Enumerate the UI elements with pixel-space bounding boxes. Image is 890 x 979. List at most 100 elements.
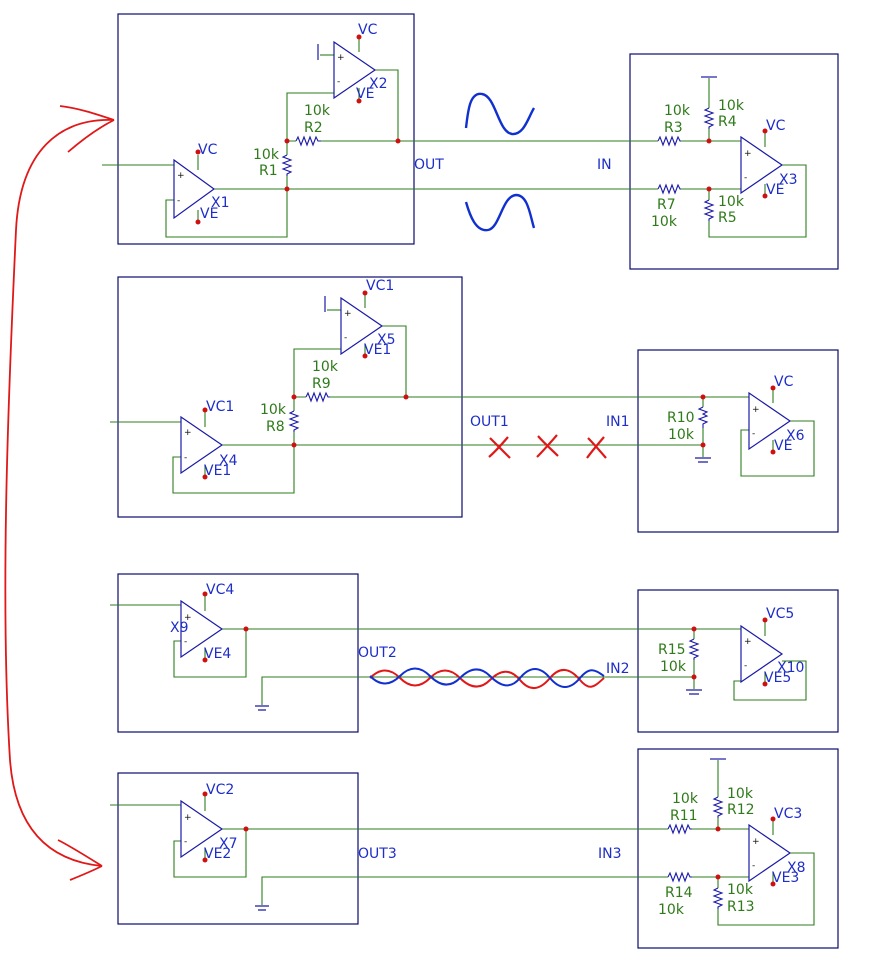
opamp-x2	[333, 40, 377, 100]
label-r3: R3	[664, 120, 683, 136]
value-r10: 10k	[668, 427, 695, 443]
box-balanced-driver	[117, 13, 415, 245]
resistor-r5	[703, 199, 715, 221]
value-r11: 10k	[672, 791, 699, 807]
value-r1: 10k	[253, 147, 280, 163]
value-r2: 10k	[304, 103, 331, 119]
svg-text:-: -	[744, 661, 747, 671]
label-r2: R2	[304, 120, 323, 136]
svg-text:+: +	[184, 428, 192, 438]
value-r14: 10k	[658, 902, 685, 918]
label-x9: X9	[170, 620, 189, 636]
opamp-x9	[180, 599, 224, 659]
label-vc2: VC2	[206, 782, 234, 798]
label-x6: X6	[786, 428, 805, 444]
svg-text:-: -	[184, 637, 187, 647]
svg-text:+: +	[184, 813, 192, 823]
svg-text:-: -	[184, 453, 187, 463]
label-x5: X5	[377, 332, 396, 348]
annotation-sine-bottom	[464, 193, 536, 232]
net-out: OUT	[414, 157, 444, 173]
box-receiver-1	[637, 349, 839, 533]
opamp-x6	[748, 391, 792, 451]
net-in1: IN1	[606, 414, 630, 430]
label-vc: VC	[774, 374, 794, 390]
label-ve3: VE3	[772, 870, 799, 886]
section-3-receiver: + - R15 10k VC5 VE5 X10 IN2	[606, 606, 807, 701]
section-4-driver: + - VC2 VE2 X7 OUT3	[110, 782, 668, 911]
resistor-r10	[697, 406, 709, 428]
label-x4: X4	[219, 453, 238, 469]
net-out1: OUT1	[470, 414, 509, 430]
label-vc: VC	[766, 118, 786, 134]
resistor-r3	[657, 135, 681, 147]
value-r13: 10k	[727, 882, 754, 898]
label-ve1: VE1	[204, 463, 231, 479]
svg-text:+: +	[752, 405, 760, 415]
box-driver-2	[117, 573, 359, 733]
label-vc1: VC1	[366, 278, 394, 294]
label-ve2: VE2	[204, 846, 231, 862]
label-r14: R14	[665, 885, 693, 901]
svg-text:+: +	[752, 837, 760, 847]
label-r9: R9	[312, 376, 331, 392]
opamp-x8	[748, 823, 792, 883]
svg-text:-: -	[752, 429, 755, 439]
resistor-r11	[667, 823, 692, 835]
resistor-r14	[667, 871, 692, 883]
svg-text:-: -	[337, 77, 340, 87]
value-r3: 10k	[664, 103, 691, 119]
label-x7: X7	[219, 836, 238, 852]
svg-text:+: +	[344, 309, 352, 319]
label-r8: R8	[266, 419, 285, 435]
value-r12: 10k	[727, 786, 754, 802]
annotation-double-arrow	[4, 105, 115, 881]
annotation-x-marks	[488, 434, 607, 459]
section-3-driver: + - VC4 VE4 X9 OUT2	[110, 582, 694, 711]
label-ve: VE	[774, 438, 792, 454]
annotation-twisted-red	[369, 669, 605, 689]
resistor-r7	[657, 183, 681, 195]
svg-text:-: -	[344, 333, 347, 343]
label-x10: X10	[777, 660, 804, 676]
resistor-r12	[712, 796, 724, 818]
label-x3: X3	[779, 172, 798, 188]
box-receiver-2	[637, 589, 839, 733]
value-r4: 10k	[718, 98, 745, 114]
svg-text:+: +	[337, 53, 345, 63]
box-receiver-3	[637, 748, 839, 949]
opamp-x7	[180, 799, 224, 859]
label-ve: VE	[766, 182, 784, 198]
label-ve4: VE4	[204, 646, 231, 662]
value-r15: 10k	[660, 659, 687, 675]
label-x8: X8	[787, 860, 806, 876]
section-4-receiver: + - 10k R11 10k R12 10k R13 R14 10k VC3 …	[598, 758, 815, 926]
section-1-driver: + - + - VC VE X1 VC VE X2 10k R1 10k R2 …	[102, 22, 658, 238]
value-r5: 10k	[718, 194, 745, 210]
label-r7: R7	[657, 197, 676, 213]
section-2-receiver: + - R10 10k VC VE X6 IN1	[606, 374, 815, 477]
label-r12: R12	[727, 802, 755, 818]
label-vc5: VC5	[766, 606, 794, 622]
svg-text:+: +	[177, 171, 185, 181]
value-r9: 10k	[312, 359, 339, 375]
resistor-r13	[712, 887, 724, 909]
svg-text:+: +	[184, 613, 192, 623]
opamp-x10	[740, 624, 784, 684]
resistor-r1	[281, 154, 293, 176]
net-in2: IN2	[606, 661, 630, 677]
label-ve1: VE1	[364, 342, 391, 358]
resistor-r2	[295, 135, 321, 147]
resistor-r9	[305, 391, 330, 403]
opamp-x5	[340, 296, 384, 356]
value-r8: 10k	[260, 402, 287, 418]
opamp-x3	[740, 135, 784, 195]
label-r15: R15	[658, 642, 686, 658]
label-ve: VE	[200, 206, 218, 222]
opamp-x1	[173, 158, 216, 220]
label-r10: R10	[667, 410, 695, 426]
label-r11: R11	[670, 808, 698, 824]
label-x2: X2	[369, 76, 388, 92]
label-ve: VE	[356, 86, 374, 102]
